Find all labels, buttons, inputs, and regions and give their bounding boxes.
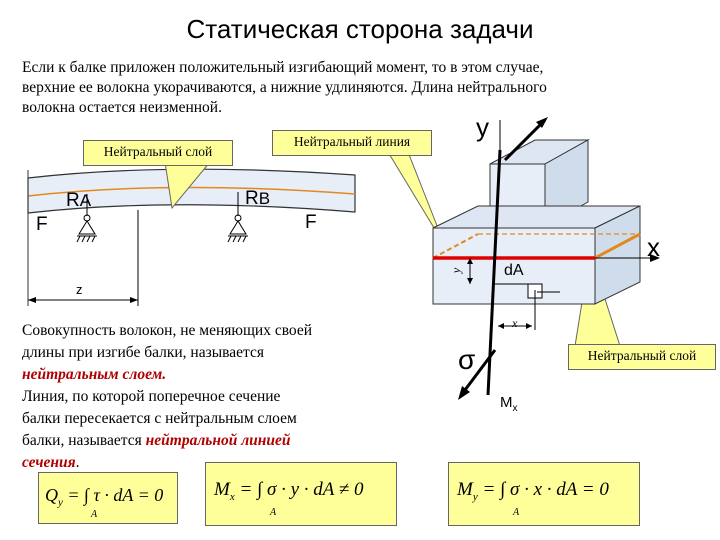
definition-term-neutral-layer: нейтральным слоем.: [22, 366, 167, 383]
support-b: [227, 214, 248, 243]
intro-line-3: волокна остается неизменной.: [22, 99, 222, 116]
definition-line-1: Совокупность волокон, не меняющих своей: [22, 322, 313, 339]
reaction-b-label: RB: [245, 188, 271, 209]
da-label: dA: [504, 262, 524, 279]
intro-paragraph: Если к балке приложен положительный изги…: [22, 58, 547, 118]
formula-mx: Mx = ∫ σ · y · dA ≠ 0 A: [205, 462, 397, 526]
y-dimension-label: y: [449, 267, 464, 274]
definition-line-5: балки пересекается с нейтральным слоем: [22, 410, 297, 427]
moment-arrow: [460, 349, 497, 395]
definition-line-4: Линия, по которой поперечное сечение: [22, 388, 281, 405]
section-block: [432, 117, 660, 400]
force-left-label: F: [36, 214, 48, 235]
x-dimension-label: x: [512, 316, 518, 330]
sigma-label: σ: [458, 344, 476, 375]
y-axis-label: y: [476, 112, 489, 142]
reaction-a-label: RA: [66, 190, 92, 211]
intro-line-2: верхние ее волокна укорачиваются, а нижн…: [22, 79, 547, 96]
callout-neutral-layer-right: Нейтральный слой: [568, 344, 716, 370]
definition-line-7: сечения.: [22, 454, 80, 471]
callout-neutral-layer: Нейтральный слой: [83, 140, 233, 166]
support-a: [76, 214, 97, 243]
moment-label: Mx: [500, 394, 518, 414]
definition-line-6: балки, называется нейтральной линией: [22, 432, 291, 449]
force-right-label: F: [305, 212, 317, 233]
intro-line-1: Если к балке приложен положительный изги…: [22, 59, 544, 76]
page-title: Статическая сторона задачи: [186, 14, 534, 44]
formula-my: My = ∫ σ · x · dA = 0 A: [448, 462, 640, 526]
dimension-z-label: z: [76, 282, 83, 297]
x-axis-label: x: [647, 232, 660, 262]
definition-line-2: длины при изгибе балки, называется: [22, 344, 264, 361]
callout-neutral-line: Нейтральный линия: [272, 130, 432, 156]
definition-paragraph: Совокупность волокон, не меняющих своей …: [22, 320, 312, 474]
formula-qy: Qy = ∫ τ · dA = 0 A: [38, 472, 178, 524]
definition-term-neutral-line: нейтральной линией: [145, 432, 291, 449]
